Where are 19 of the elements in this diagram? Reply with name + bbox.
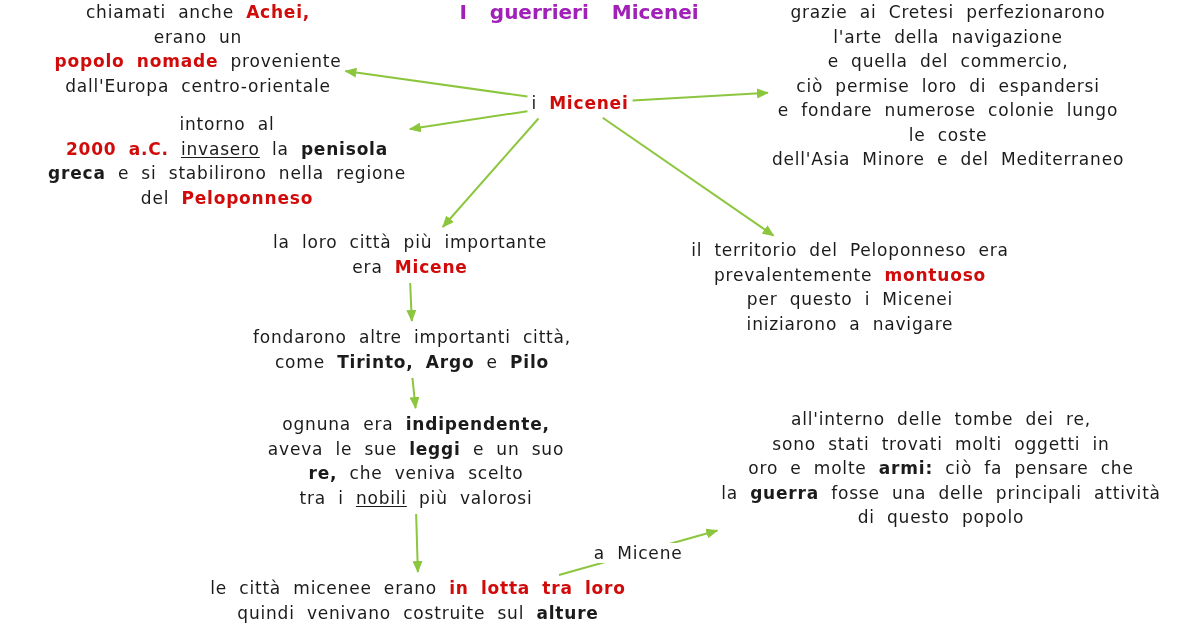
concept-text: grazie ai Cretesi perfezionarono l'arte della navigazione e quella del commercio, ciò permise loro di espandersi e fondare numerose colonie lungo le coste dell'Asia Minore e del Mediterraneo <box>771 0 1125 172</box>
arrow <box>412 513 423 573</box>
diagram-title: I guerrieri Micenei <box>459 0 699 24</box>
concept-text: ognuna era indipendente, aveva le sue leggi e un suo re, che veniva scelto tra i nobili più valorosi <box>267 412 565 510</box>
arrow <box>406 282 417 322</box>
concept-text: chiamati anche Achei, erano un popolo nomade proveniente dall'Europa centro-orientale <box>54 0 342 98</box>
arrow <box>601 116 775 237</box>
arrow <box>441 117 540 228</box>
concept-text: intorno al 2000 a.C. invasero la penisola greca e si stabilirono nella regione del Peloponneso <box>48 112 406 210</box>
concept-text: fondarono altre importanti città, come Tirinto, Argo e Pilo <box>253 325 571 374</box>
concept-text: le città micenee erano in lotta tra loro quindi venivano costruite sul alture <box>210 576 626 625</box>
arrow <box>408 110 529 133</box>
arrow <box>409 377 420 409</box>
arrow <box>631 88 769 102</box>
central-concept: i Micenei <box>531 91 629 116</box>
concept-text: all'interno delle tombe dei re, sono stati trovati molti oggetti in oro e molte armi: ciò fa pensare che la guerra fosse una delle principali attività di questo popolo <box>721 407 1161 530</box>
arrow <box>344 67 529 98</box>
concept-text: il territorio del Peloponneso era prevalentemente montuoso per questo i Micenei iniziarono a navigare <box>691 238 1009 336</box>
concept-text: la loro città più importante era Micene <box>273 230 547 279</box>
